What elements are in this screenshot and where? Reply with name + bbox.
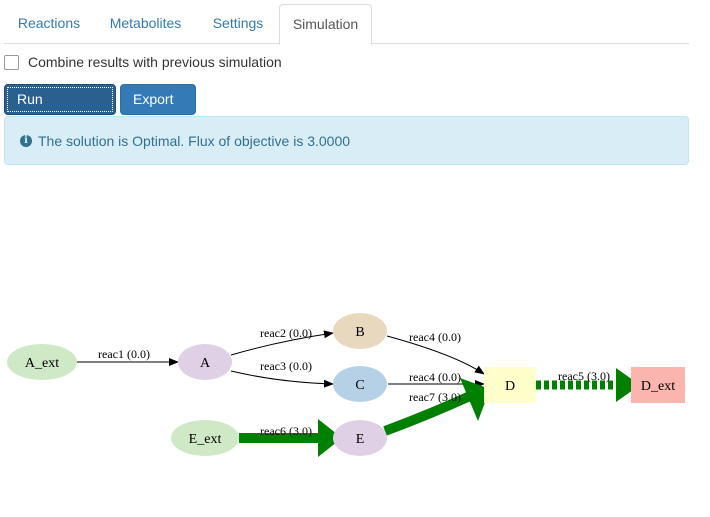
node-d-ext: D_ext [631, 367, 685, 403]
edge-label-reac5: reac5 (3.0) [558, 369, 610, 383]
edge-label-reac2: reac2 (0.0) [260, 326, 312, 340]
edge-reac7 [383, 378, 490, 436]
node-c: C [333, 366, 387, 402]
combine-results-option[interactable]: Combine results with previous simulation [4, 53, 282, 71]
svg-text:D_ext: D_ext [641, 379, 675, 394]
tab-bar: Reactions Metabolites Settings Simulatio… [4, 4, 689, 45]
svg-text:E_ext: E_ext [189, 432, 222, 447]
edge-label-reac7: reac7 (3.0) [409, 390, 461, 404]
svg-text:A: A [200, 356, 211, 371]
combine-results-label[interactable]: Combine results with previous simulation [28, 54, 282, 70]
edge-reac5 [536, 368, 640, 402]
svg-text:D: D [505, 379, 515, 394]
solution-alert: i The solution is Optimal. Flux of objec… [4, 116, 689, 165]
info-icon: i [20, 134, 32, 147]
node-e: E [333, 420, 387, 456]
combine-results-checkbox[interactable] [4, 54, 19, 70]
tab-simulation[interactable]: Simulation [279, 4, 372, 45]
edge-reac4-b [386, 335, 485, 375]
node-e-ext: E_ext [171, 420, 239, 456]
solution-message: The solution is Optimal. Flux of objecti… [38, 132, 351, 149]
edge-reac3 [230, 370, 334, 388]
edge-label-reac4-b: reac4 (0.0) [409, 330, 461, 344]
node-a: A [178, 344, 232, 380]
edge-label-reac4-c: reac4 (0.0) [409, 370, 461, 384]
svg-text:E: E [356, 432, 365, 447]
svg-text:C: C [355, 378, 364, 393]
edge-reac2 [230, 330, 334, 356]
edge-label-reac3: reac3 (0.0) [260, 359, 312, 373]
node-a-ext: A_ext [7, 344, 77, 380]
node-b: B [333, 313, 387, 349]
edge-label-reac6: reac6 (3.0) [260, 424, 312, 438]
tab-settings[interactable]: Settings [212, 15, 264, 31]
svg-text:A_ext: A_ext [25, 356, 59, 371]
svg-text:B: B [355, 325, 364, 340]
export-label: Export [133, 91, 174, 107]
tab-reactions[interactable]: Reactions [17, 15, 81, 31]
edge-reac6 [239, 419, 342, 457]
edge-label-reac1: reac1 (0.0) [98, 347, 150, 361]
tab-metabolites[interactable]: Metabolites [109, 15, 182, 31]
export-dropdown-button[interactable]: Export [120, 84, 196, 132]
node-d: D [484, 367, 536, 403]
